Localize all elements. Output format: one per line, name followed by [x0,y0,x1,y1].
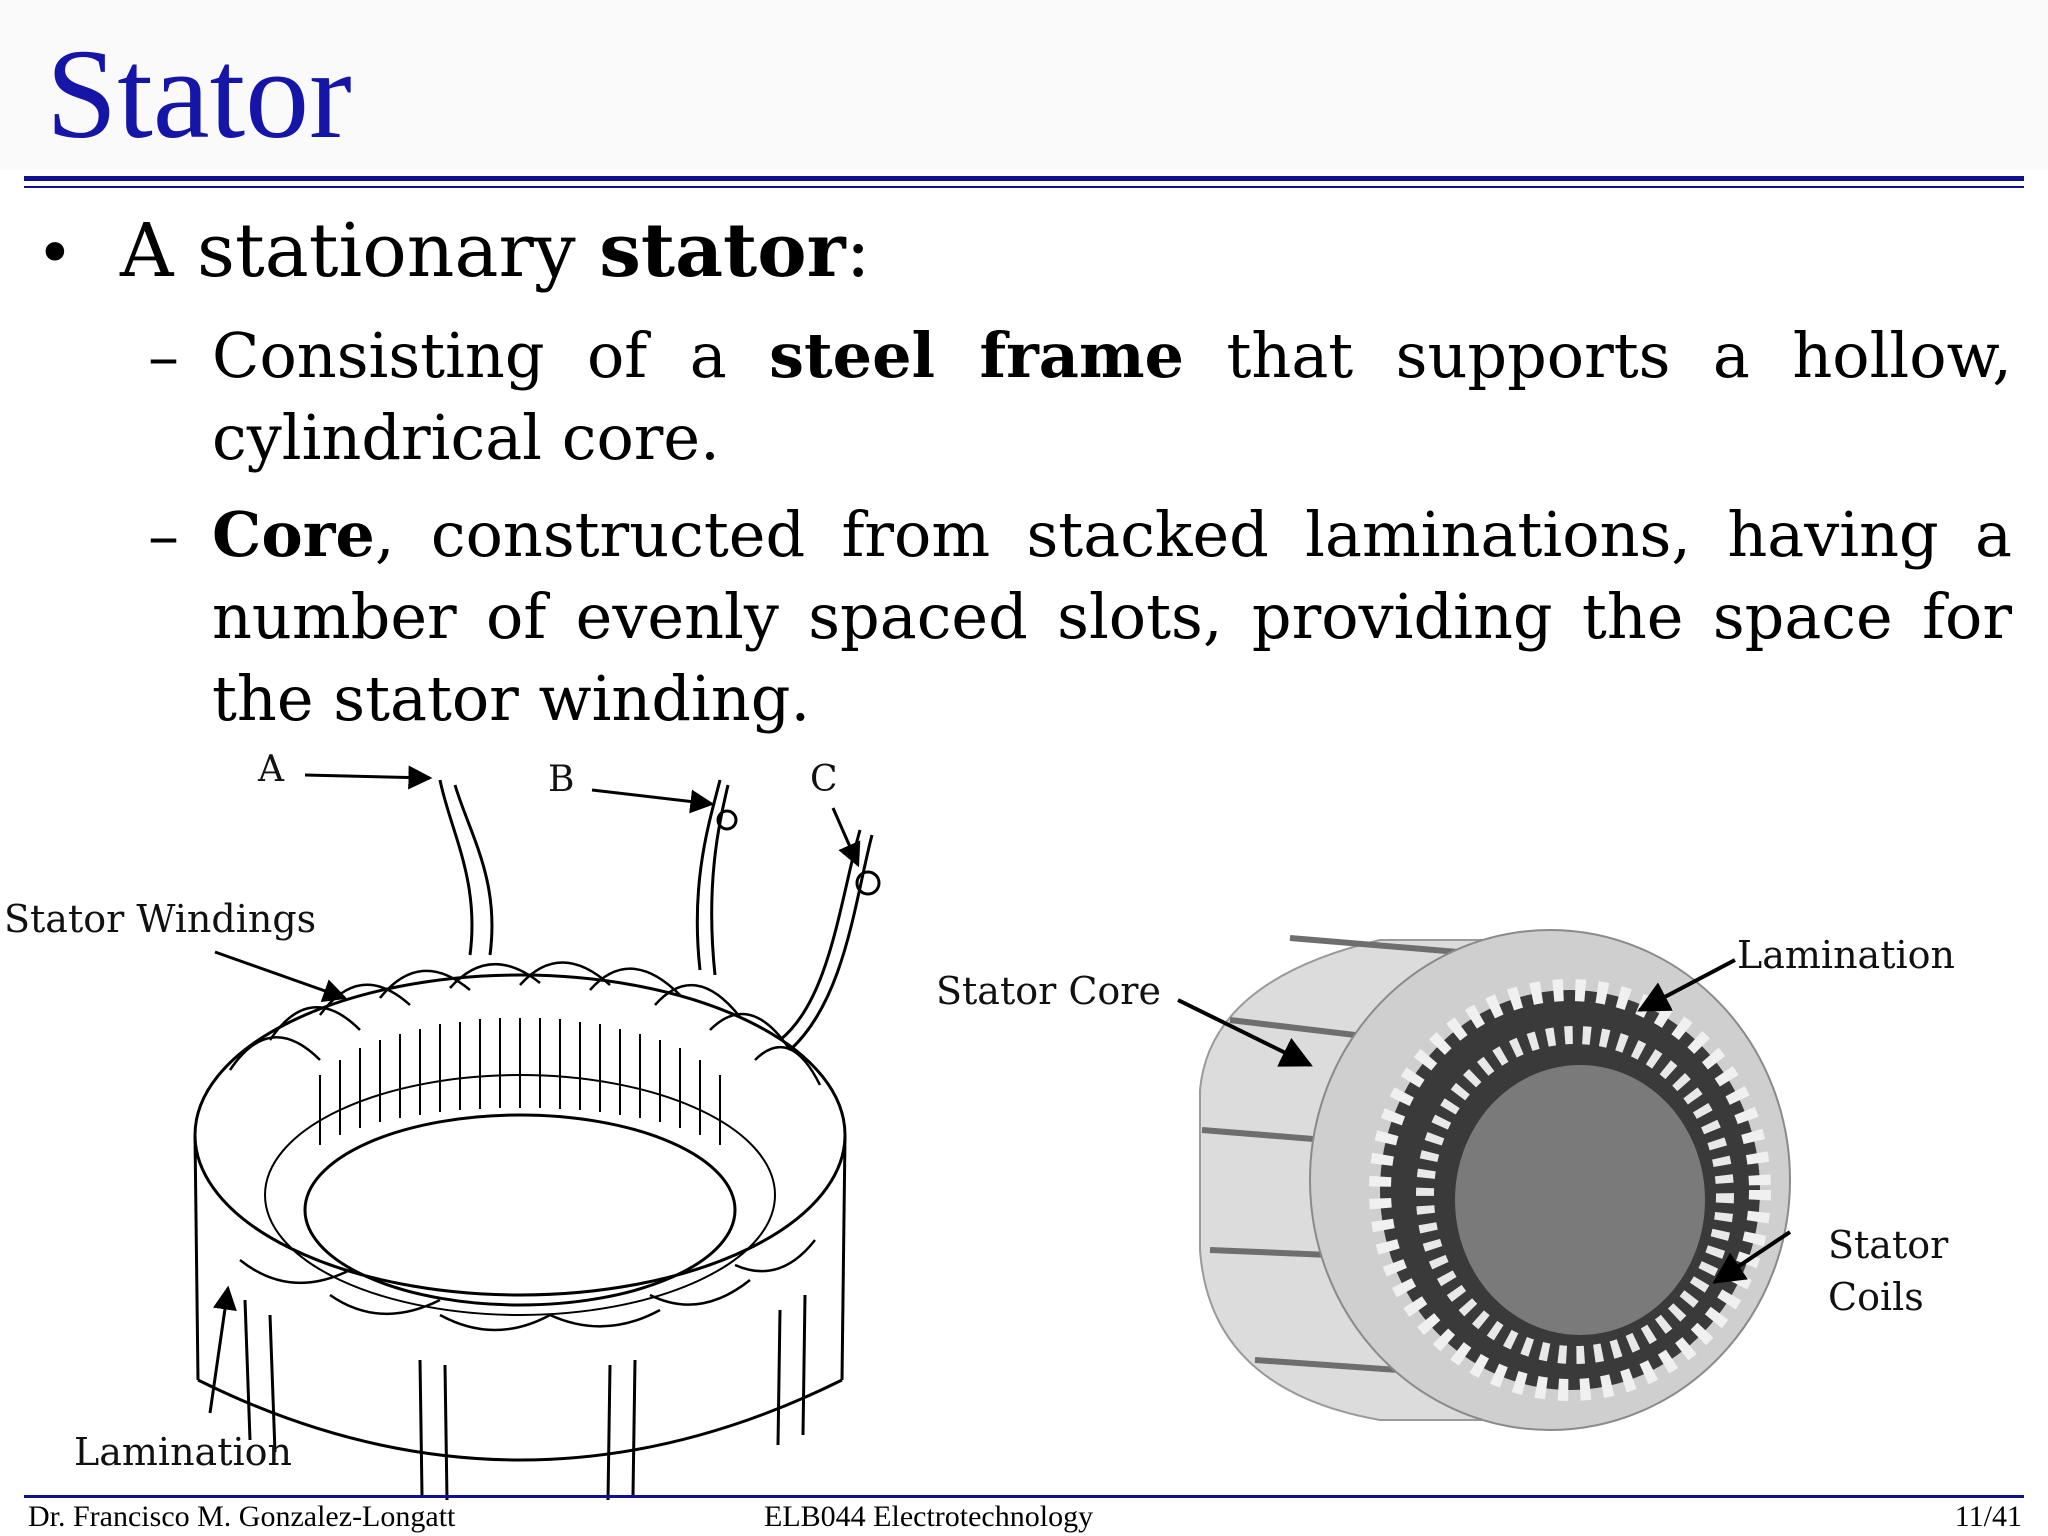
title-rule-thin [24,186,2024,188]
stator-windings-drawing [193,765,881,1501]
footer-page-number: 11/41 [1954,1500,2022,1533]
subbullet-2-suffix: , constructed from stacked laminations, … [212,498,2012,735]
label-stator-coils-line1: Stator [1828,1223,1949,1267]
footer-rule [24,1495,2024,1498]
label-stator-coils-line2: Coils [1828,1275,1924,1319]
label-lamination-left: Lamination [74,1430,292,1474]
subbullet-1-suffix: that supports a hollow, cylindrical core… [212,319,2012,474]
stator-core-illustration [1177,929,1792,1431]
title-band [0,0,2048,170]
label-lead-c: C [810,759,838,800]
bullet-marker: • [36,217,74,291]
subbullet-1-bold: steel frame [769,319,1185,392]
subbullet-1-dash: – [148,320,179,393]
subbullet-steel-frame: Consisting of a steel frame that support… [212,315,2012,479]
label-stator-core: Stator Core [936,969,1161,1013]
subbullet-1-prefix: Consisting of a [212,319,770,392]
slide-title: Stator [46,23,352,165]
bullet-stator: A stationary stator: [120,208,871,294]
subbullet-core: Core, constructed from stacked laminatio… [212,494,2012,740]
footer-course: ELB044 Electrotechnology [764,1500,1094,1533]
bullet-suffix: : [845,208,871,294]
bullet-prefix: A stationary [120,208,600,294]
label-lamination-right: Lamination [1737,933,1955,977]
title-rule-thick [24,176,2024,181]
subbullet-2-bold: Core [212,498,375,571]
label-lead-a: A [258,749,284,790]
label-stator-windings: Stator Windings [4,897,317,941]
label-lead-b: B [548,759,575,800]
bullet-bold: stator [599,208,846,294]
subbullet-2-dash: – [148,499,179,572]
footer-author: Dr. Francisco M. Gonzalez-Longatt [28,1500,456,1533]
